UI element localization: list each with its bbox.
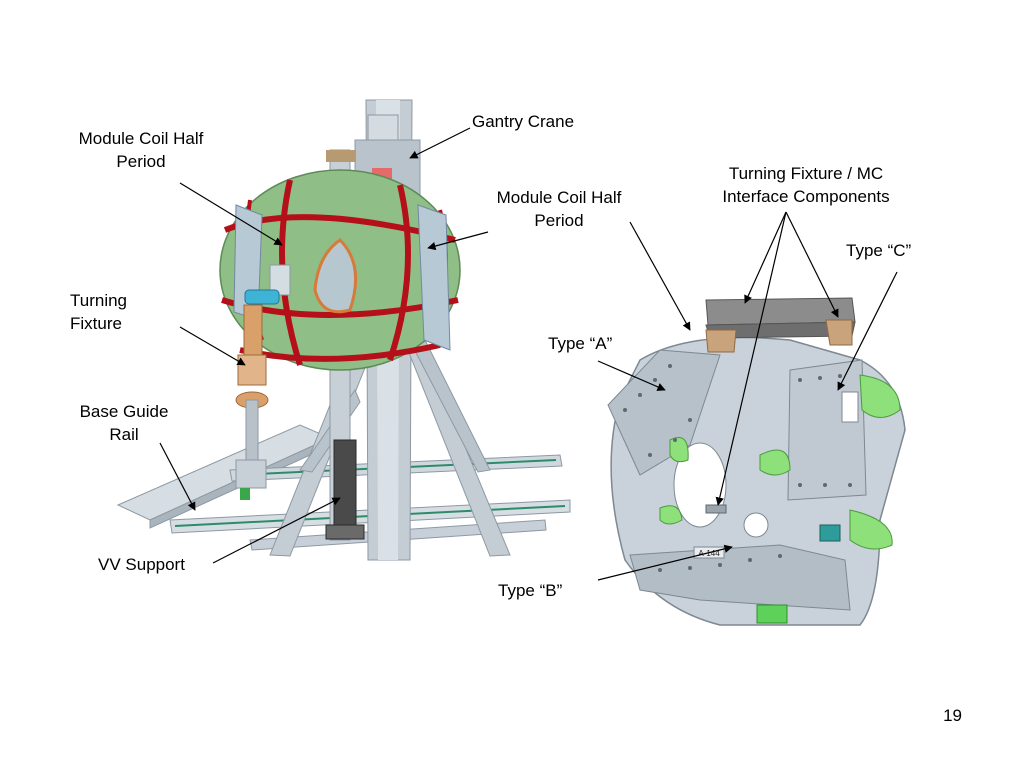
label-line: Interface Components xyxy=(722,187,890,206)
label-line: Period xyxy=(116,152,166,171)
label-line: Module Coil Half xyxy=(78,129,204,148)
label-type-b: Type “B” xyxy=(498,581,563,600)
label-line: Base Guide xyxy=(79,402,169,421)
label-base-guide-rail: Base Guide Rail xyxy=(66,400,182,446)
label-vv-support: VV Support xyxy=(98,555,185,574)
label-module-coil-center: Module Coil Half Period xyxy=(478,186,640,232)
vv-support-shape xyxy=(325,439,365,540)
label-type-a: Type “A” xyxy=(548,334,613,353)
label-line: Period xyxy=(534,211,584,230)
label-type-c: Type “C” xyxy=(846,241,912,260)
right-assembly: A-144 xyxy=(607,297,906,626)
label-line: Turning Fixture / MC xyxy=(728,164,884,183)
label-module-coil-left: Module Coil Half Period xyxy=(60,127,222,173)
leader-lines xyxy=(159,127,898,581)
label-line: Turning xyxy=(70,291,128,310)
module-coil-sphere xyxy=(219,169,461,371)
turning-fixture-beam xyxy=(705,297,856,353)
label-line: Module Coil Half xyxy=(496,188,622,207)
label-line: Fixture xyxy=(70,314,122,333)
left-assembly xyxy=(116,99,571,561)
label-turning-fixture: Turning Fixture xyxy=(70,289,127,335)
page-number: 19 xyxy=(943,706,962,725)
label-line: Rail xyxy=(109,425,139,444)
label-turning-fixture-mc: Turning Fixture / MC Interface Component… xyxy=(700,162,912,208)
label-gantry-crane: Gantry Crane xyxy=(472,112,575,131)
part-tag: A-144 xyxy=(698,549,720,558)
